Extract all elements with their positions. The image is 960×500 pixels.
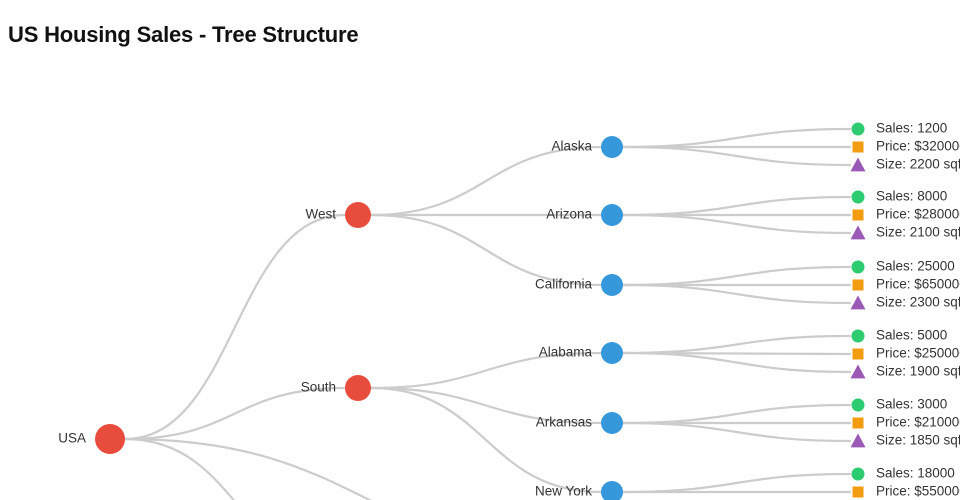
node-label-california: California [535, 277, 593, 292]
tree-links-layer [123, 127, 852, 500]
link-alabama-alabama-size [621, 351, 852, 374]
node-alaska-sales[interactable] [851, 122, 865, 136]
node-arizona-size[interactable] [850, 225, 866, 240]
node-california-sales[interactable] [851, 260, 865, 274]
leaf-label-arkansas-sales: Sales: 3000 [876, 397, 947, 412]
node-label-alabama: Alabama [539, 345, 593, 360]
leaf-label-arizona-price: Price: $280000 [876, 207, 960, 222]
node-alabama-price[interactable] [852, 348, 864, 360]
node-alabama[interactable] [601, 342, 623, 364]
leaf-label-arkansas-size: Size: 1850 sqft [876, 433, 960, 448]
leaf-label-california-size: Size: 2300 sqft [876, 295, 960, 310]
node-california-size[interactable] [850, 295, 866, 310]
leaf-label-california-price: Price: $650000 [876, 277, 960, 292]
link-new-york-new-york-sales [621, 472, 852, 494]
link-usa-offscreen-2 [123, 437, 236, 500]
node-label-south: South [301, 380, 336, 395]
node-alaska-size[interactable] [850, 157, 866, 172]
node-arkansas-price[interactable] [852, 417, 864, 429]
node-alaska[interactable] [601, 136, 623, 158]
node-west[interactable] [345, 202, 371, 228]
link-arizona-arizona-size [621, 213, 852, 235]
node-label-alaska: Alaska [551, 139, 592, 154]
node-label-usa: USA [58, 431, 86, 446]
link-usa-west [123, 213, 347, 441]
node-alaska-price[interactable] [852, 141, 864, 153]
node-california-price[interactable] [852, 279, 864, 291]
leaf-label-arizona-sales: Sales: 8000 [876, 189, 947, 204]
leaf-label-new-york-price: Price: $550000 [876, 484, 960, 499]
leaf-label-alaska-price: Price: $320000 [876, 139, 960, 154]
link-west-alaska [369, 145, 603, 217]
link-south-alabama [369, 351, 603, 390]
link-california-california-size [621, 283, 852, 305]
link-alaska-alaska-sales [621, 127, 852, 149]
link-arkansas-arkansas-size [621, 421, 852, 443]
link-alabama-alabama-sales [621, 334, 852, 355]
link-south-arkansas [369, 386, 603, 425]
node-arizona[interactable] [601, 204, 623, 226]
page-title: US Housing Sales - Tree Structure [8, 22, 359, 47]
link-california-california-sales [621, 265, 852, 287]
node-label-arkansas: Arkansas [536, 415, 593, 430]
node-alabama-size[interactable] [850, 364, 866, 379]
node-arkansas[interactable] [601, 412, 623, 434]
link-usa-south [123, 386, 347, 441]
leaf-label-california-sales: Sales: 25000 [876, 259, 955, 274]
leaf-label-alaska-size: Size: 2200 sqft [876, 157, 960, 172]
node-usa[interactable] [95, 424, 125, 454]
leaf-label-alabama-price: Price: $250000 [876, 346, 960, 361]
node-new-york-price[interactable] [852, 486, 864, 498]
node-new-york-sales[interactable] [851, 467, 865, 481]
leaf-label-alabama-size: Size: 1900 sqft [876, 364, 960, 379]
leaf-label-arizona-size: Size: 2100 sqft [876, 225, 960, 240]
link-arizona-arizona-sales [621, 195, 852, 217]
node-south[interactable] [345, 375, 371, 401]
node-label-west: West [305, 207, 336, 222]
link-arkansas-arkansas-sales [621, 403, 852, 425]
node-arkansas-size[interactable] [850, 433, 866, 448]
leaf-label-arkansas-price: Price: $210000 [876, 415, 960, 430]
node-arkansas-sales[interactable] [851, 398, 865, 412]
leaf-label-alabama-sales: Sales: 5000 [876, 328, 947, 343]
link-alaska-alaska-size [621, 145, 852, 167]
node-new-york[interactable] [601, 481, 623, 500]
leaf-label-new-york-sales: Sales: 18000 [876, 466, 955, 481]
leaf-label-alaska-sales: Sales: 1200 [876, 121, 947, 136]
node-arizona-sales[interactable] [851, 190, 865, 204]
node-alabama-sales[interactable] [851, 329, 865, 343]
node-arizona-price[interactable] [852, 209, 864, 221]
node-label-arizona: Arizona [546, 207, 592, 222]
node-label-new-york: New York [535, 484, 592, 499]
link-west-california [369, 213, 603, 287]
node-california[interactable] [601, 274, 623, 296]
link-south-new-york [369, 386, 603, 494]
